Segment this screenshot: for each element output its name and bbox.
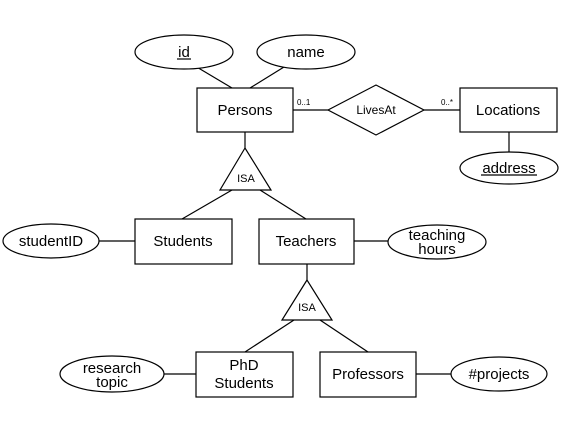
edge-isa-professors <box>319 319 369 353</box>
entity-persons-label: Persons <box>217 102 272 119</box>
entity-teachers: Teachers <box>258 218 355 265</box>
relationship-livesat: LivesAt <box>326 84 426 136</box>
attribute-projects: #projects <box>450 356 548 392</box>
attribute-research-topic: research topic <box>59 355 165 393</box>
cardinality-persons-livesat: 0..1 <box>297 98 311 107</box>
attribute-studentid: studentID <box>2 223 100 259</box>
entity-professors-label: Professors <box>332 366 404 383</box>
attribute-id-label: id <box>178 44 190 61</box>
entity-locations: Locations <box>459 87 558 133</box>
attribute-research-topic-line2: topic <box>96 374 128 391</box>
edge-isa-teachers <box>259 189 307 220</box>
entity-locations-label: Locations <box>476 102 540 119</box>
isa-teachers: ISA <box>280 278 334 321</box>
attribute-name-label: name <box>287 44 325 61</box>
entity-students-label: Students <box>153 233 212 250</box>
attribute-address: address <box>459 151 559 185</box>
entity-teachers-label: Teachers <box>276 233 337 250</box>
edge-name-persons <box>249 66 285 89</box>
attribute-name: name <box>256 34 356 70</box>
attribute-teaching-hours-line2: hours <box>418 241 456 258</box>
isa-persons-label: ISA <box>237 173 255 185</box>
relationship-livesat-label: LivesAt <box>356 103 396 117</box>
cardinality-livesat-locations: 0..* <box>441 98 453 107</box>
attribute-studentid-label: studentID <box>19 233 83 250</box>
attribute-teaching-hours: teaching hours <box>387 224 487 260</box>
entity-persons: Persons <box>196 87 294 133</box>
attribute-address-label: address <box>482 160 535 177</box>
entity-professors: Professors <box>319 351 417 398</box>
attribute-id: id <box>134 34 234 70</box>
edges <box>98 62 510 375</box>
edge-isa-phd <box>244 319 295 353</box>
attribute-teaching-hours-line1: teaching <box>409 227 466 244</box>
entity-phd-students-label-line1: PhD <box>229 357 258 374</box>
isa-persons: ISA <box>218 146 273 191</box>
attribute-projects-label: #projects <box>469 366 530 383</box>
entity-phd-students-label-line2: Students <box>214 375 273 392</box>
isa-teachers-label: ISA <box>298 302 316 314</box>
entity-students: Students <box>134 218 233 265</box>
edge-isa-students <box>181 189 233 220</box>
entity-phd-students: PhD Students <box>195 351 294 398</box>
attribute-research-topic-line1: research <box>83 360 141 377</box>
